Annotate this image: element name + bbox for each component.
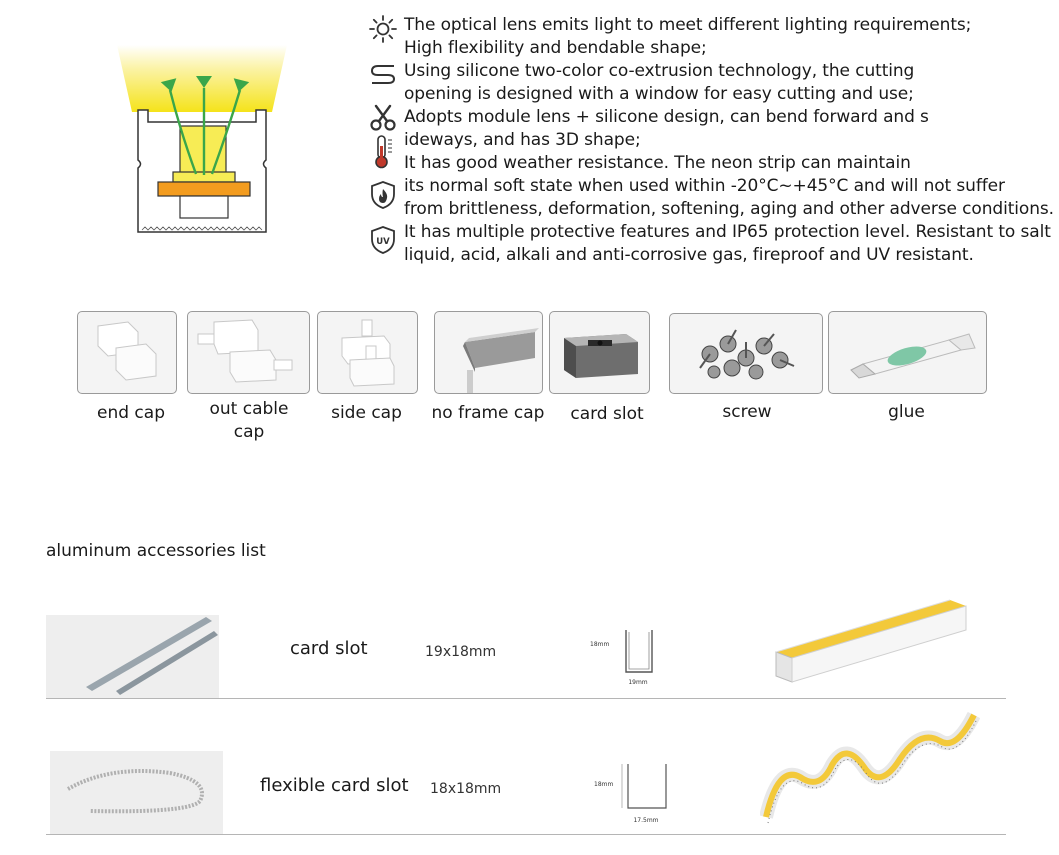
- scissors-icon: [370, 104, 396, 131]
- feature-text: Using silicone two-color co-extrusion te…: [404, 61, 915, 81]
- feature-text: its normal soft state when used within -…: [404, 176, 1005, 196]
- flexible-card-slot-photo: [50, 751, 223, 834]
- feature-text: from brittleness, deformation, softening…: [404, 199, 1054, 219]
- feature-text: High flexibility and bendable shape;: [404, 38, 707, 58]
- accessory-label: card slot: [570, 404, 644, 424]
- flexible-card-slot-dimension-drawing: 18mm 17.5mm: [594, 764, 667, 824]
- neon-profile-diagram: [117, 45, 287, 233]
- accessory-out-cable-cap-image: [187, 311, 310, 394]
- bend-icon: [370, 65, 396, 84]
- fire-shield-icon: [371, 181, 395, 209]
- card-slot-photo: [46, 615, 219, 698]
- accessory-end-cap-image: [77, 311, 177, 394]
- aluminum-name: flexible card slot: [260, 775, 409, 796]
- feature-text: The optical lens emits light to meet dif…: [404, 15, 972, 35]
- aluminum-size: 18x18mm: [430, 781, 502, 797]
- svg-text:19mm: 19mm: [628, 679, 647, 686]
- accessory-screw-image: [669, 313, 823, 394]
- uv-shield-icon: UV: [371, 226, 395, 254]
- feature-text: It has multiple protective features and …: [404, 222, 1051, 242]
- feature-text: ideways, and has 3D shape;: [404, 130, 641, 150]
- aluminum-size: 19x18mm: [425, 644, 497, 660]
- svg-text:18mm: 18mm: [590, 641, 609, 648]
- light-arrows: [168, 88, 242, 175]
- accessory-label: no frame cap: [431, 403, 545, 423]
- row-divider: [46, 698, 1006, 699]
- sun-icon: [369, 15, 397, 43]
- feature-text: opening is designed with a window for ea…: [404, 84, 914, 104]
- accessory-label: screw: [722, 402, 772, 422]
- accessory-glue-image: [828, 311, 987, 394]
- led-base: [157, 181, 251, 197]
- accessory-label: glue: [888, 402, 925, 422]
- svg-text:18mm: 18mm: [594, 781, 613, 788]
- flexible-card-slot-render: [760, 711, 980, 824]
- accessory-card-slot-image: [549, 311, 650, 394]
- thermometer-icon: [375, 135, 392, 169]
- accessory-label: end cap: [97, 403, 165, 423]
- section-title: aluminum accessories list: [46, 541, 266, 561]
- accessory-label: out cable cap: [209, 399, 289, 442]
- aluminum-name: card slot: [290, 638, 368, 659]
- card-slot-render: [775, 599, 967, 683]
- feature-text: Adopts module lens + silicone design, ca…: [404, 107, 929, 127]
- svg-text:UV: UV: [376, 237, 390, 247]
- card-slot-dimension-drawing: 18mm 19mm: [590, 630, 653, 686]
- feature-text: It has good weather resistance. The neon…: [404, 153, 911, 173]
- row-divider: [46, 834, 1006, 835]
- accessory-no-frame-cap-image: [434, 311, 543, 394]
- accessory-side-cap-image: [317, 311, 418, 394]
- feature-text: liquid, acid, alkali and anti-corrosive …: [404, 245, 974, 265]
- svg-text:17.5mm: 17.5mm: [633, 817, 658, 824]
- accessory-label: side cap: [331, 403, 402, 423]
